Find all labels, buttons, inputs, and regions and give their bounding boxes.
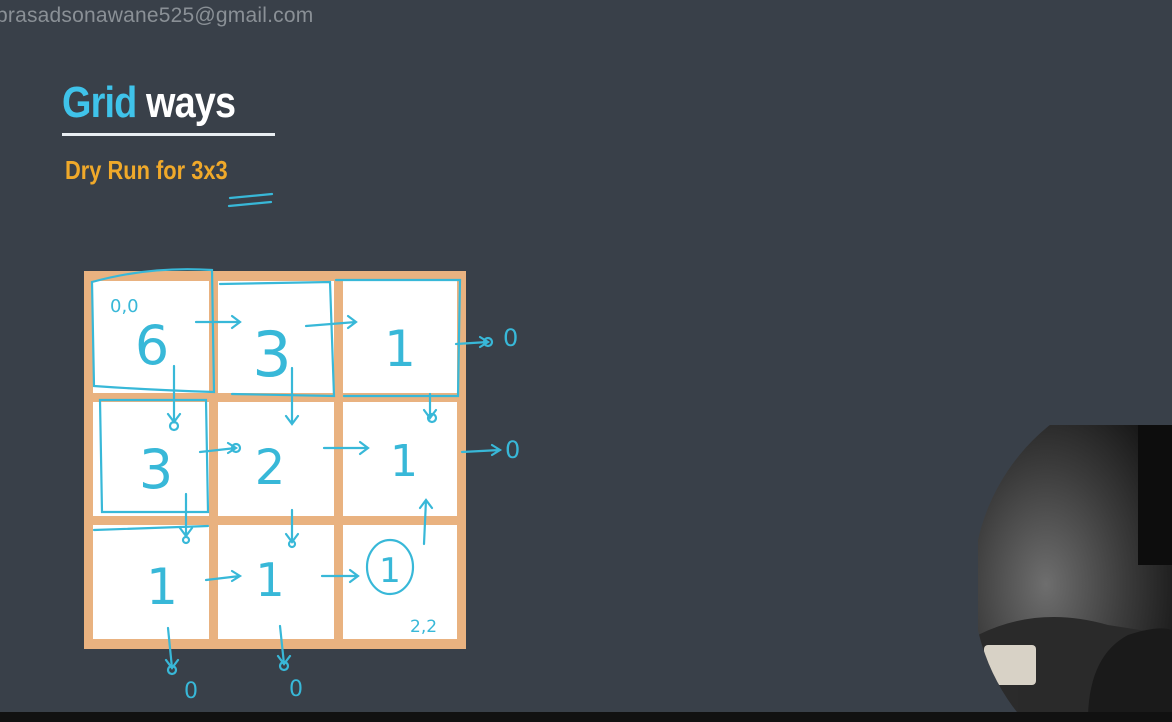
arrow-down [164, 626, 180, 670]
arrow-up [418, 498, 434, 546]
subtitle-highlight: 3x3 [191, 155, 228, 185]
grid-board [84, 271, 466, 649]
ink-dot [278, 660, 290, 672]
cell-value-2-1: 1 [255, 553, 284, 607]
grid-cell [218, 525, 334, 639]
title-word-ways: ways [146, 78, 236, 127]
start-coordinate-label: 0,0 [110, 296, 139, 317]
arrow-down [178, 492, 194, 538]
arrow-right [194, 314, 242, 330]
ink-dot [166, 664, 178, 676]
email-watermark: prasadsonawane525@gmail.com [0, 4, 314, 27]
cell-value-2-0: 1 [146, 558, 178, 616]
end-coordinate-label: 2,2 [410, 617, 437, 637]
ink-dot [168, 420, 180, 432]
title-word-grid: Grid [62, 78, 137, 127]
ink-box [98, 398, 210, 514]
presenter-webcam [978, 425, 1172, 715]
grid-cell [93, 525, 209, 639]
ink-dot [482, 336, 494, 348]
cell-value-1-2: 1 [390, 436, 418, 487]
subtitle-prefix: Dry Run for [65, 155, 192, 185]
grid-cell [218, 281, 334, 393]
boundary-zero: 0 [503, 324, 518, 352]
boundary-zero: 0 [505, 436, 520, 464]
cell-value-1-1: 2 [255, 440, 286, 496]
grid-cell [343, 402, 457, 516]
arrow-right [322, 440, 370, 456]
cell-value-0-0: 6 [135, 314, 169, 377]
title-underline [62, 133, 275, 136]
webcam-feed [978, 425, 1172, 715]
arrow-right [204, 569, 243, 583]
boundary-zero: 0 [289, 677, 303, 702]
cell-value-2-2: 1 [379, 551, 401, 591]
ink-dot [287, 539, 297, 549]
arrow-down [166, 364, 182, 424]
bottom-bar [0, 712, 1172, 722]
cell-value-0-2: 1 [384, 320, 416, 378]
arrow-right [198, 441, 239, 455]
grid-cell [93, 281, 209, 393]
ink-line [92, 524, 210, 532]
grid-cell [93, 402, 209, 516]
slide-subtitle: Dry Run for 3x3 [65, 155, 228, 186]
arrow-right [460, 443, 503, 457]
grid-cell [343, 281, 457, 393]
arrow-down [284, 508, 300, 544]
ink-box [90, 268, 216, 394]
ink-dot [181, 535, 191, 545]
arrow-down [284, 366, 300, 426]
slide-title: Grid ways [62, 78, 236, 128]
ink-box [218, 280, 336, 398]
ink-dot [230, 442, 242, 454]
arrow-right [304, 314, 358, 330]
arrow-right [320, 568, 360, 584]
boundary-zero: 0 [184, 679, 198, 704]
arrow-down [276, 624, 292, 666]
arrow-right [454, 335, 491, 349]
ink-box [334, 278, 462, 398]
grid-cell [218, 402, 334, 516]
end-cell-circle [365, 538, 415, 596]
cell-value-1-0: 3 [139, 438, 173, 501]
cell-value-0-1: 3 [252, 318, 291, 391]
ink-dot [426, 412, 438, 424]
subtitle-double-underline [227, 192, 274, 208]
grid-cell [343, 525, 457, 639]
